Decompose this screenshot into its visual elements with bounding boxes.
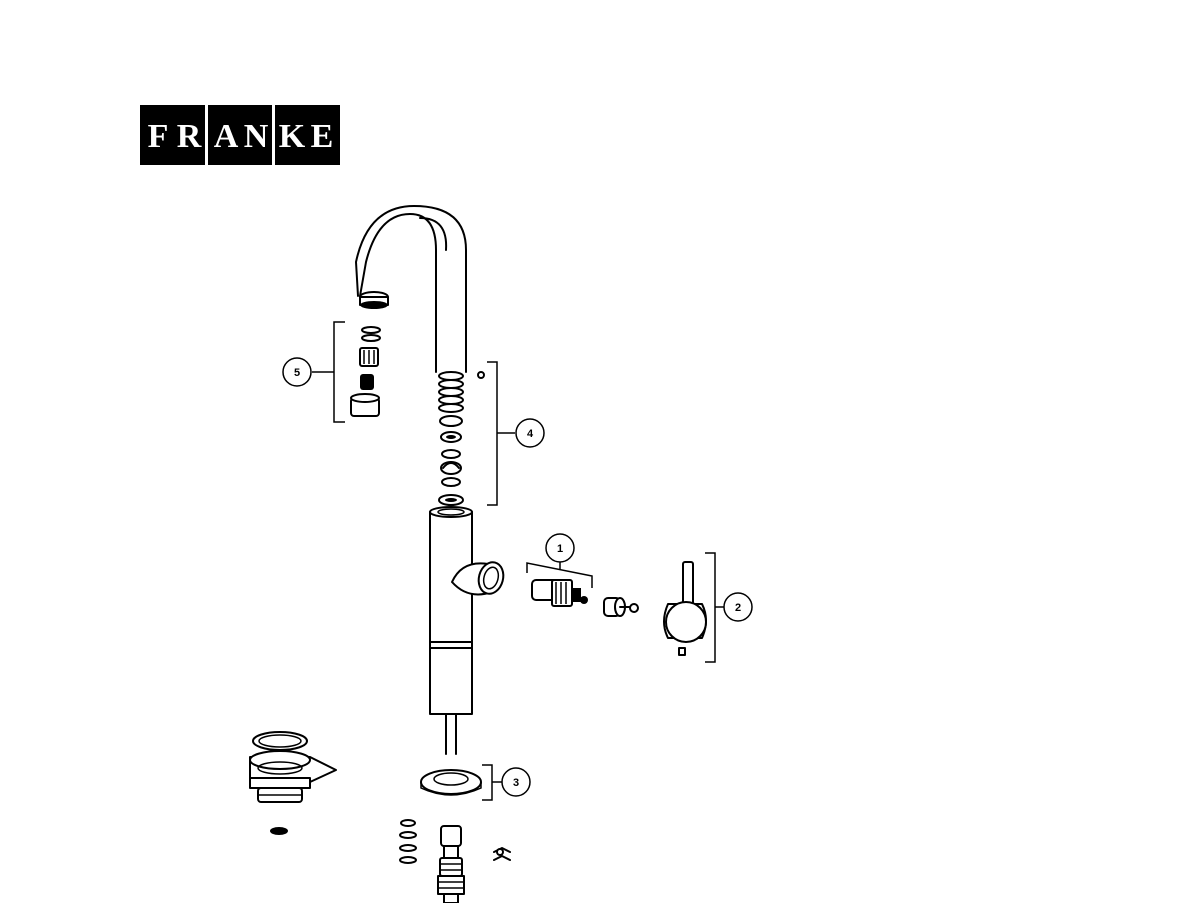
bracket-1: [526, 562, 593, 588]
base-seal: [420, 769, 482, 796]
callout-5-label: 5: [294, 367, 300, 379]
bracket-4: [487, 361, 515, 506]
bracket-2: [705, 552, 724, 663]
logo-letter-6: E: [311, 118, 334, 155]
logo-letter-1: F: [148, 118, 169, 155]
handle-parts: [603, 561, 707, 656]
callout-1-label: 1: [557, 543, 563, 555]
bracket-5: [312, 321, 345, 423]
logo-letter-2: R: [177, 118, 202, 155]
logo-block-3: [275, 105, 340, 165]
spout: [355, 205, 467, 373]
callout-3: 3: [501, 767, 531, 797]
callout-2-label: 2: [735, 602, 741, 614]
aerator-parts: [350, 326, 381, 417]
bracket-3: [482, 764, 502, 801]
callout-2: 2: [723, 592, 753, 622]
logo-block-2: [208, 105, 272, 165]
callout-3-label: 3: [513, 777, 519, 789]
callout-4: 4: [515, 418, 545, 448]
callout-4-label: 4: [527, 428, 534, 440]
callout-5: 5: [282, 357, 312, 387]
cartridge: [531, 579, 588, 607]
spout-seal-stack: [438, 371, 485, 506]
logo-block-1: [140, 105, 205, 165]
franke-logo: F R A N K E: [140, 105, 340, 165]
fixing-kit: [399, 819, 511, 903]
logo-letter-5: K: [279, 118, 306, 155]
tap-body: [429, 506, 505, 755]
logo-letter-3: A: [214, 118, 239, 155]
logo-letter-4: N: [244, 118, 269, 155]
callout-1: 1: [545, 533, 575, 563]
strainer-waste: [249, 731, 337, 835]
